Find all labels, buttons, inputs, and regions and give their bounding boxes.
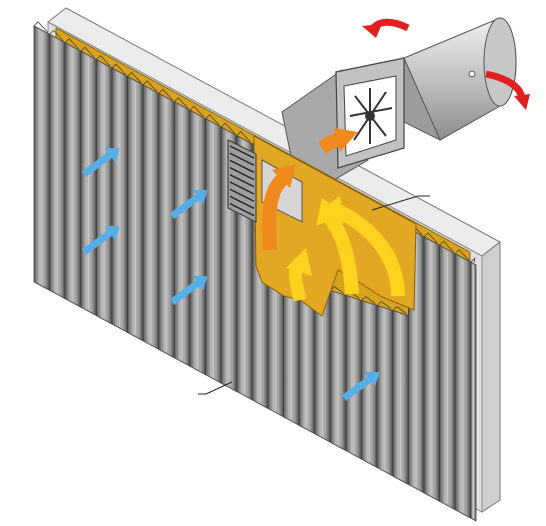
louvre-slat bbox=[229, 152, 255, 166]
louvre-slat bbox=[229, 195, 255, 210]
cladding-rib bbox=[33, 21, 50, 291]
rotation-arrow bbox=[362, 18, 410, 38]
cold-air-arrow bbox=[169, 189, 208, 219]
louvre-slat bbox=[229, 181, 255, 195]
rotation-arrow bbox=[485, 70, 530, 110]
cladding-rib bbox=[173, 97, 191, 367]
cladding-rib bbox=[158, 88, 175, 359]
louvre-slat bbox=[229, 174, 255, 188]
louvre-slat bbox=[229, 202, 255, 217]
cold-air-arrow bbox=[81, 147, 120, 177]
cladding-rib bbox=[142, 80, 160, 351]
cladding-rib bbox=[96, 55, 113, 325]
duct-end bbox=[483, 17, 517, 107]
exhaust-arrow bbox=[318, 128, 358, 154]
hot-air-arrow bbox=[286, 248, 312, 302]
cladding-rib bbox=[329, 286, 347, 452]
cold-air-arrow bbox=[81, 225, 120, 255]
leader-lines bbox=[198, 195, 430, 395]
leader-line-cladding bbox=[198, 381, 233, 395]
warm-air-arrow bbox=[262, 164, 296, 251]
louvre-slat bbox=[229, 188, 255, 202]
wall-right-edge bbox=[481, 240, 501, 513]
axial-fan-icon bbox=[349, 88, 393, 144]
cladding-rib bbox=[189, 105, 207, 376]
cold-air-arrow bbox=[169, 275, 208, 305]
louvre-slat bbox=[229, 166, 255, 181]
cold-air-arrow bbox=[341, 371, 380, 401]
hot-air-arrow bbox=[320, 196, 405, 297]
cladding-rib bbox=[49, 29, 66, 300]
cladding-rib bbox=[127, 71, 144, 342]
cladding-rib bbox=[64, 38, 82, 308]
cladding-rib bbox=[205, 114, 222, 384]
cladding-rib bbox=[454, 249, 472, 519]
louvre-slat bbox=[229, 159, 255, 174]
cladding-rib bbox=[345, 290, 363, 460]
louvre-slat bbox=[229, 145, 255, 159]
cladding-rib bbox=[111, 63, 128, 334]
cladding-rib bbox=[376, 300, 394, 477]
louvre-slats bbox=[229, 145, 255, 217]
airflow-arrows bbox=[81, 18, 530, 401]
cladding-rib bbox=[439, 240, 456, 511]
cladding-rib bbox=[392, 305, 409, 486]
duct-rivet bbox=[468, 70, 476, 78]
cladding-rib bbox=[423, 232, 441, 502]
cladding-rib bbox=[80, 46, 97, 317]
leader-line-insulation bbox=[371, 195, 430, 211]
cladding-rib bbox=[470, 257, 477, 522]
fan-assembly bbox=[281, 17, 517, 201]
intake-grille bbox=[227, 139, 257, 223]
